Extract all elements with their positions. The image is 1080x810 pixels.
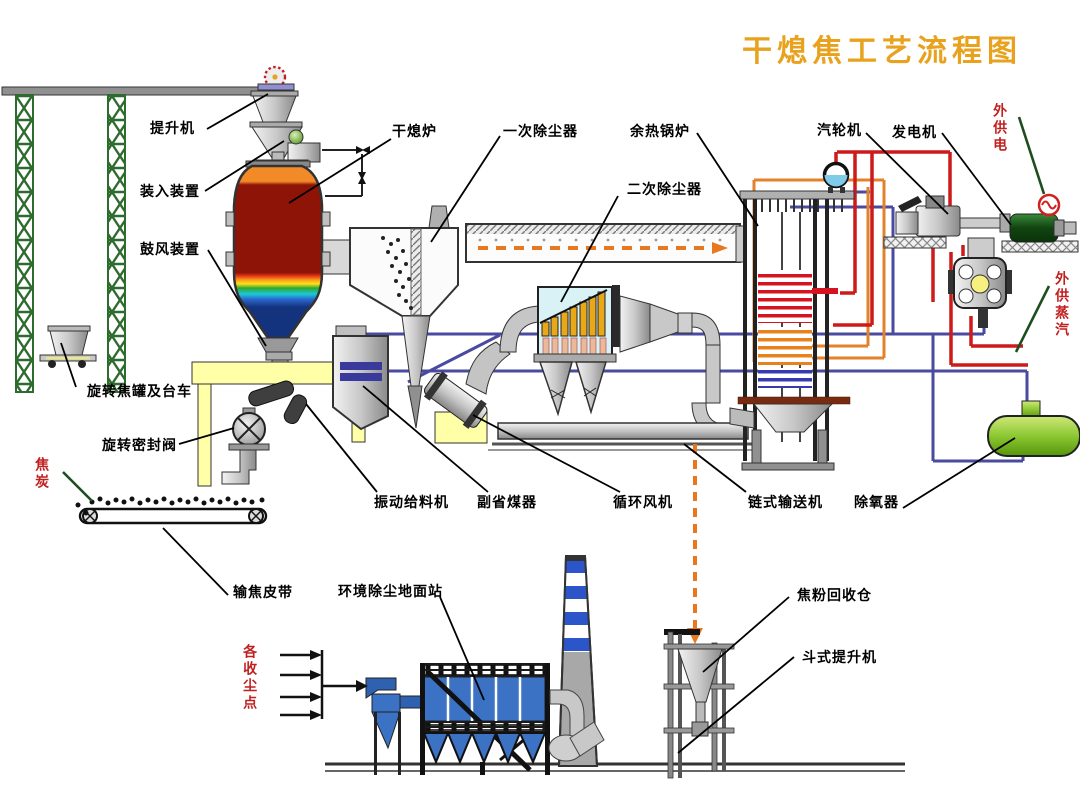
- steam-pipe-red: [833, 150, 1028, 367]
- evaporator-coil: [758, 327, 812, 365]
- rotating-seal-valve: [221, 407, 270, 485]
- leader-turbine: [865, 132, 949, 215]
- coke-dots: [75, 496, 265, 516]
- leader-bucket-elevator: [677, 656, 795, 754]
- label-charging-device: 装入装置: [140, 183, 200, 199]
- leader-boiler: [696, 132, 759, 227]
- economizer-coil: [758, 368, 812, 388]
- label-waste-heat-boiler: 余热锅炉: [630, 123, 690, 139]
- leader-powder-bin: [702, 596, 790, 673]
- leader-external-power: [1017, 116, 1046, 195]
- ac-power-symbol: [1037, 193, 1061, 217]
- leader-coke: [62, 471, 93, 502]
- label-bucket-elevator: 斗式提升机: [802, 649, 877, 665]
- leader-deaerator: [902, 437, 1016, 509]
- cyclone-inlet: [365, 677, 397, 699]
- leader-station: [439, 596, 485, 701]
- label-primary-dust-collector: 一次除尘器: [503, 123, 578, 139]
- leader-external-steam: [1014, 285, 1051, 353]
- steam-turbine-unit: [883, 195, 1079, 253]
- green-leader-lines: [62, 116, 1051, 502]
- lattice-tower-left: [15, 94, 34, 393]
- hoist-machine: [257, 65, 295, 95]
- coke-powder-dashed-line: [687, 444, 703, 644]
- generator-unit: [1009, 213, 1077, 243]
- label-external-steam: 外供蒸汽: [1054, 271, 1071, 339]
- label-dust-collection-points: 各收尘点: [242, 644, 259, 712]
- primary-dust-collector: [349, 205, 459, 429]
- bucket-elevator-structure: [663, 629, 735, 779]
- lattice-tower-right: [107, 94, 126, 393]
- leader-seal-valve: [178, 427, 235, 445]
- label-rotating-seal-valve: 旋转密封阀: [102, 437, 177, 453]
- label-secondary-dust-collector: 二次除尘器: [627, 181, 702, 197]
- ground-dedusting-station: [365, 663, 605, 775]
- leader-belt: [162, 527, 229, 596]
- leader-secondary-dc: [560, 195, 619, 303]
- leader-trolley: [60, 342, 77, 388]
- condenser: [948, 237, 1012, 328]
- coke-powder-bin-hopper: [677, 648, 723, 703]
- label-rotating-coke-tank-trolley: 旋转焦罐及台车: [87, 383, 192, 399]
- gas-duct: [465, 223, 741, 263]
- leader-lines: [60, 93, 1016, 754]
- coke-belt-conveyor: [75, 496, 268, 525]
- deaerator-tank: [987, 400, 1080, 457]
- label-coke-powder-recovery-bin: 焦粉回收仓: [797, 587, 872, 603]
- leader-blast: [207, 249, 267, 347]
- label-hoist: 提升机: [150, 120, 195, 136]
- ground-line: [325, 762, 905, 772]
- leader-generator: [941, 132, 1012, 226]
- filter-hoppers: [422, 732, 547, 765]
- label-chain-conveyor: 链式输送机: [748, 494, 823, 510]
- label-external-power: 外供电: [992, 103, 1009, 154]
- secondary-economizer: [332, 325, 389, 431]
- chain-conveyor: [488, 422, 756, 451]
- cyclone-cone: [371, 711, 401, 750]
- label-circulating-fan: 循环风机: [613, 494, 673, 510]
- leader-chain-conveyor: [683, 443, 747, 493]
- dust-particles: [381, 236, 413, 310]
- label-dry-quench-furnace: 干熄炉: [392, 123, 437, 139]
- label-coke: 焦炭: [34, 457, 51, 491]
- label-coke-conveyor-belt: 输焦皮带: [233, 584, 293, 600]
- rotating-coke-tank-trolley: [39, 325, 97, 368]
- leader-furnace: [288, 138, 392, 204]
- leader-charging: [204, 140, 285, 192]
- label-vibrating-feeder: 振动给料机: [374, 494, 449, 510]
- leader-hoist: [206, 93, 269, 130]
- label-deaerator: 除氧器: [854, 494, 899, 510]
- secondary-dust-collector: [499, 285, 745, 439]
- leader-economizer: [362, 385, 489, 493]
- leader-primary-dc: [430, 135, 501, 243]
- label-ground-dedusting-station: 环境除尘地面站: [338, 583, 443, 599]
- leader-vibrating-feeder: [305, 403, 378, 493]
- label-blast-device: 鼓风装置: [140, 241, 200, 257]
- vibrating-feeder: [248, 380, 308, 425]
- leader-circulating-fan: [472, 414, 621, 493]
- support-platform-yellow: [191, 361, 379, 487]
- dry-quench-furnace: [225, 160, 355, 385]
- overhead-rail-beam: [1, 86, 293, 96]
- label-secondary-economizer: 副省煤器: [477, 494, 537, 510]
- label-steam-turbine: 汽轮机: [817, 122, 862, 138]
- dust-point-arrows: [280, 650, 368, 720]
- circulating-fan: [423, 341, 511, 444]
- waste-heat-boiler: [729, 161, 855, 471]
- label-generator: 发电机: [892, 124, 937, 140]
- superheater-coil: [758, 270, 812, 323]
- diagram-title: 干熄焦工艺流程图: [742, 35, 1022, 68]
